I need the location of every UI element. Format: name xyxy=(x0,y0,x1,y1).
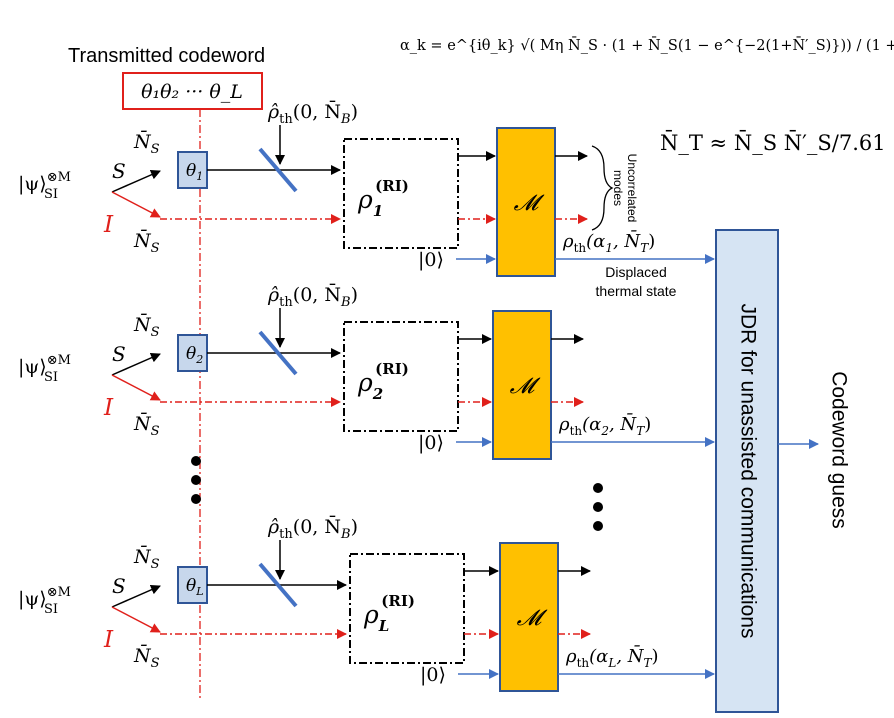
received-state-label: ρ1(RI) xyxy=(357,177,409,220)
displaced-thermal-label: ρth(αL, N̄T) xyxy=(565,644,659,670)
displaced-thermal-label: ρth(α1, N̄T) xyxy=(562,229,655,255)
displaced-label: Displaced xyxy=(605,264,666,280)
jdr-label: JDR for unassisted communications xyxy=(736,304,759,639)
branch-ellipsis-right xyxy=(593,483,603,531)
received-state-box xyxy=(349,553,465,664)
idler-label: I xyxy=(103,395,114,421)
signal-label: S xyxy=(112,342,126,366)
received-state-box xyxy=(343,138,459,249)
codeword-sequence: θ₁θ₂ ··· θ_L xyxy=(141,81,243,103)
received-state-label: ρ2(RI) xyxy=(357,360,409,403)
idler-photon-number: N̄S xyxy=(133,644,160,671)
vacuum-label: |0⟩ xyxy=(418,249,444,271)
measurement-box xyxy=(499,542,559,692)
codeword-guess-label: Codeword guess xyxy=(827,371,850,529)
thermal-noise-label: ρ̂th(0, N̄B) xyxy=(267,100,358,127)
modes-label: modes xyxy=(611,170,625,206)
vacuum-label: |0⟩ xyxy=(418,432,444,454)
signal-photon-number: N̄S xyxy=(133,313,160,340)
signal-arrow xyxy=(111,170,161,193)
measurement-box xyxy=(492,310,552,460)
signal-photon-number: N̄S xyxy=(133,545,160,572)
phase-label: θL xyxy=(186,576,204,598)
phase-label: θ2 xyxy=(186,344,203,366)
beam-splitter xyxy=(258,330,298,376)
uncorrelated-label: Uncorrelated xyxy=(625,154,639,223)
idler-arrow xyxy=(111,191,161,218)
idler-photon-number: N̄S xyxy=(133,412,160,439)
uncorrelated-modes-label: Uncorrelated modes xyxy=(611,154,639,223)
measurement-box xyxy=(496,127,556,277)
received-state-box xyxy=(343,321,459,432)
idler-label: I xyxy=(103,627,114,653)
jdr-block xyxy=(715,229,779,713)
branch-ellipsis-left xyxy=(191,456,201,504)
idler-photon-number: N̄S xyxy=(133,229,160,256)
nt-formula: N̄_T ≈ N̄_S N̄′_S/7.61 xyxy=(660,130,886,155)
codeword-box xyxy=(122,72,263,110)
signal-arrow xyxy=(111,585,161,608)
signal-label: S xyxy=(112,159,126,183)
thermal-noise-label: ρ̂th(0, N̄B) xyxy=(267,283,358,310)
phase-modulator-box xyxy=(177,566,208,604)
codeword-title: Transmitted codeword xyxy=(68,45,265,67)
beam-splitter xyxy=(258,147,298,193)
vacuum-label: |0⟩ xyxy=(420,664,446,686)
alpha-formula: α_k = e^{iθ_k} √( Mη N̄_S · (1 + N̄_S(1 … xyxy=(400,36,894,54)
signal-label: S xyxy=(112,574,126,598)
displaced-thermal-label: ρth(α2, N̄T) xyxy=(558,412,651,438)
received-state-label: ρL(RI) xyxy=(363,592,415,635)
beam-splitter xyxy=(258,562,298,608)
phase-label: θ1 xyxy=(186,161,203,183)
signal-photon-number: N̄S xyxy=(133,130,160,157)
thermal-state-label: thermal state xyxy=(596,283,677,299)
idler-arrow xyxy=(111,374,161,401)
phase-modulator-box xyxy=(177,334,208,372)
thermal-noise-label: ρ̂th(0, N̄B) xyxy=(267,515,358,542)
signal-arrow xyxy=(111,353,161,376)
idler-label: I xyxy=(103,212,114,238)
idler-arrow xyxy=(111,606,161,633)
uncorrelated-modes-brace xyxy=(591,145,614,231)
